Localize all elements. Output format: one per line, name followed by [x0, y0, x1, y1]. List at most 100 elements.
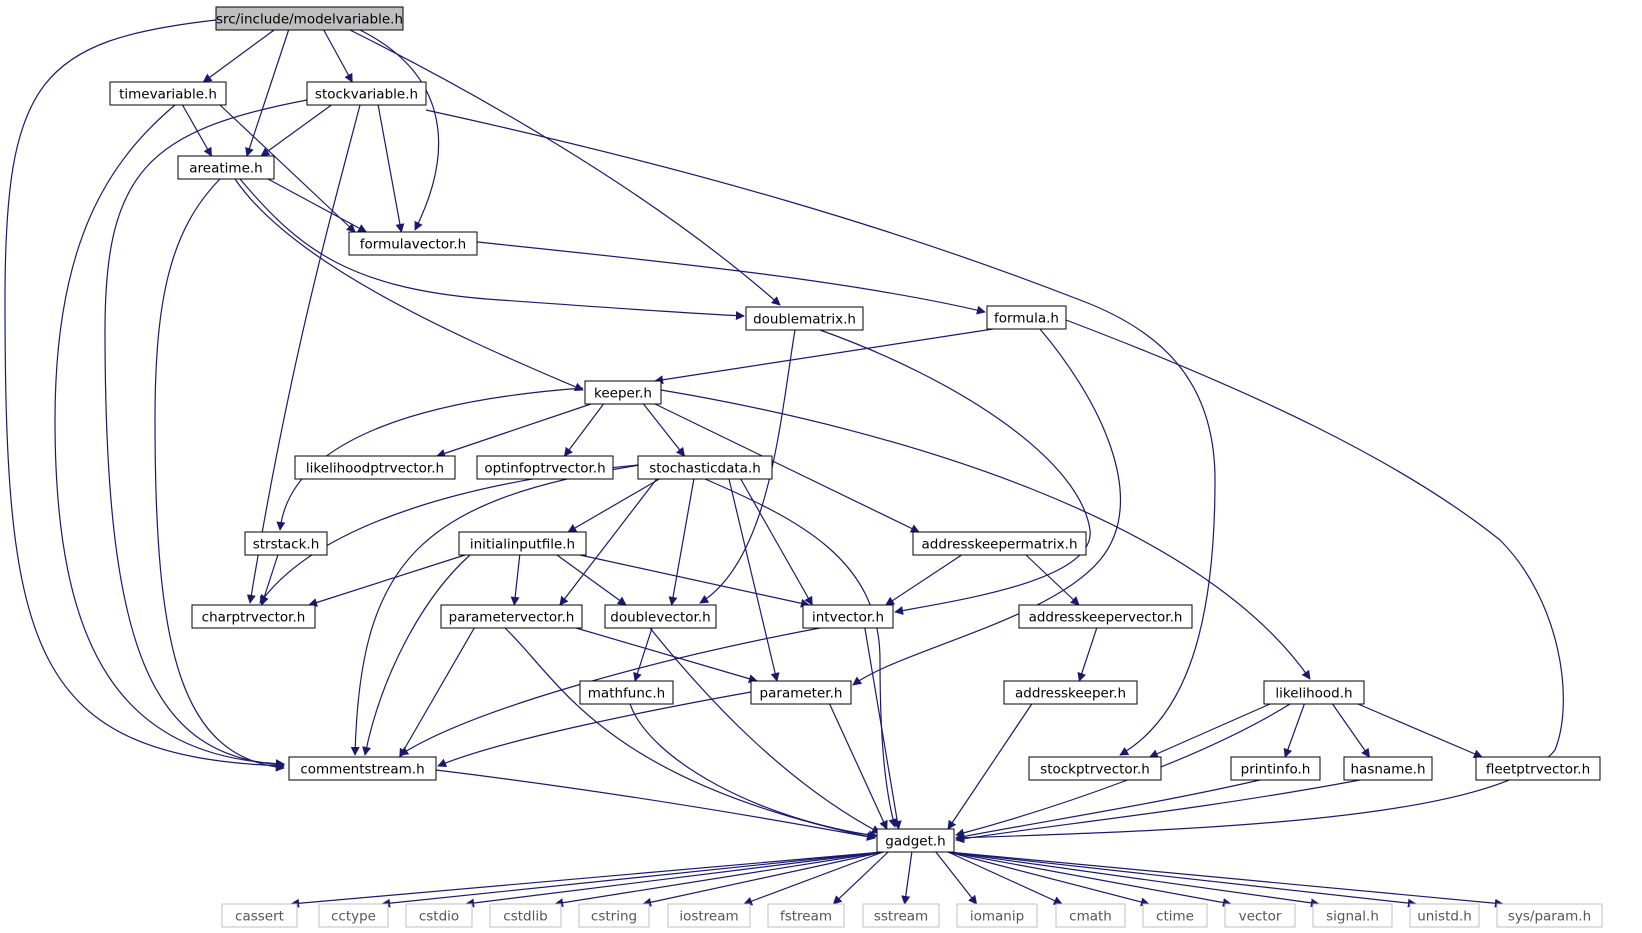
node-doublematrix[interactable]: doublematrix.h: [745, 306, 864, 331]
node-box: [956, 903, 1038, 928]
edge-initialinputfile-to-parametervector: [510, 554, 521, 606]
node-cmath: cmath: [1055, 903, 1126, 928]
node-box: [876, 828, 955, 853]
edges-layer: [4, 19, 1564, 908]
node-label: printinfo.h: [1241, 762, 1311, 778]
node-optinfoptrvector[interactable]: optinfoptrvector.h: [476, 455, 614, 480]
node-printinfo[interactable]: printinfo.h: [1230, 756, 1321, 781]
edge-keeper-to-likelihoodptrvector: [436, 403, 592, 458]
node-box: [604, 604, 717, 629]
node-strstack[interactable]: strstack.h: [244, 531, 328, 556]
edge-formulavector-to-formula: [476, 241, 986, 315]
edge-gadget-to-cstdio: [465, 851, 884, 908]
node-label: cstdio: [419, 909, 459, 925]
node-parametervector[interactable]: parametervector.h: [440, 604, 583, 629]
node-addresskeeper[interactable]: addresskeeper.h: [1003, 680, 1138, 705]
node-stockptrvector[interactable]: stockptrvector.h: [1028, 756, 1162, 781]
node-label: doublevector.h: [610, 610, 710, 626]
edge-stochasticdata-to-gadget: [704, 478, 898, 828]
edge-gadget-to-iomanip: [935, 851, 978, 905]
edge-stochasticdata-to-parameter: [728, 478, 780, 682]
node-label: mathfunc.h: [588, 686, 665, 702]
edge-areatime-to-commentstream: [154, 178, 285, 772]
node-initialinputfile[interactable]: initialinputfile.h: [458, 531, 587, 556]
edge-parameter-to-gadget: [829, 703, 888, 830]
edge-formula-to-gadget: [955, 319, 1564, 843]
node-doublevector[interactable]: doublevector.h: [604, 604, 717, 629]
node-stochasticdata[interactable]: stochasticdata.h: [637, 455, 773, 480]
edge-likelihood-to-fleetptrvector: [1357, 703, 1483, 758]
node-timevariable[interactable]: timevariable.h: [109, 81, 227, 106]
edge-modelvariable-to-areatime: [245, 29, 290, 157]
node-box: [244, 531, 328, 556]
node-box: [1028, 756, 1162, 781]
edge-parametervector-to-gadget: [504, 627, 876, 841]
edge-initialinputfile-to-intvector: [579, 554, 810, 608]
node-label: gadget.h: [885, 834, 945, 850]
node-cassert: cassert: [221, 903, 298, 928]
node-box: [318, 903, 389, 928]
node-label: strstack.h: [253, 537, 320, 553]
edge-formula-to-parameter: [852, 328, 1122, 686]
node-gadget[interactable]: gadget.h: [876, 828, 955, 853]
edge-gadget-to-cassert: [290, 851, 884, 908]
edge-commentstream-to-gadget: [435, 769, 876, 841]
edge-likelihood-to-stockptrvector: [1148, 703, 1271, 758]
node-label: cmath: [1069, 909, 1112, 925]
node-mathfunc[interactable]: mathfunc.h: [579, 680, 674, 705]
node-label: stochasticdata.h: [649, 461, 761, 477]
node-areatime[interactable]: areatime.h: [177, 155, 275, 180]
node-likelihoodptrvector[interactable]: likelihoodptrvector.h: [294, 455, 456, 480]
node-box: [221, 903, 298, 928]
node-label: iostream: [679, 909, 738, 925]
edge-stochasticdata-to-parametervector: [559, 478, 658, 606]
node-parameter[interactable]: parameter.h: [750, 680, 852, 705]
node-hasname[interactable]: hasname.h: [1343, 756, 1433, 781]
node-intvector[interactable]: intvector.h: [802, 604, 894, 629]
node-likelihood[interactable]: likelihood.h: [1263, 680, 1365, 705]
edge-gadget-to-sysparam: [947, 851, 1504, 908]
edge-addresskeepermatrix-to-intvector: [885, 554, 962, 606]
node-label: initialinputfile.h: [470, 537, 575, 553]
edge-gadget-to-unistd: [947, 851, 1417, 908]
node-formulavector[interactable]: formulavector.h: [348, 231, 478, 256]
node-box: [986, 305, 1067, 330]
node-box: [294, 455, 456, 480]
node-label: addresskeeper.h: [1015, 686, 1126, 702]
edge-likelihood-to-hasname: [1332, 703, 1371, 758]
node-label: signal.h: [1326, 909, 1379, 925]
node-keeper[interactable]: keeper.h: [584, 380, 662, 405]
node-stockvariable[interactable]: stockvariable.h: [306, 81, 427, 106]
edge-hasname-to-gadget: [955, 779, 1361, 844]
node-label: hasname.h: [1351, 762, 1426, 778]
node-box: [109, 81, 227, 106]
node-box: [1224, 903, 1296, 928]
node-label: addresskeepervector.h: [1029, 610, 1183, 626]
edge-keeper-to-optinfoptrvector: [563, 403, 604, 457]
node-box: [579, 680, 674, 705]
node-label: keeper.h: [594, 386, 652, 402]
node-modelvariable[interactable]: src/include/modelvariable.h: [215, 6, 404, 31]
edge-initialinputfile-to-doublevector: [556, 554, 627, 606]
node-box: [862, 903, 940, 928]
node-fstream: fstream: [767, 903, 845, 928]
edge-modelvariable-to-stockvariable: [323, 29, 353, 83]
node-box: [476, 455, 614, 480]
node-addresskeepervector[interactable]: addresskeepervector.h: [1018, 604, 1193, 629]
node-label: cstdlib: [503, 909, 547, 925]
edge-keeper-to-likelihood: [660, 389, 1311, 680]
edge-initialinputfile-to-commentstream: [362, 554, 471, 756]
node-label: cassert: [235, 909, 284, 925]
edge-gadget-to-vector: [947, 851, 1232, 907]
node-box: [1409, 903, 1480, 928]
node-commentstream[interactable]: commentstream.h: [288, 756, 437, 781]
node-unistd: unistd.h: [1409, 903, 1480, 928]
node-label: optinfoptrvector.h: [484, 461, 605, 477]
edge-gadget-to-sstream: [901, 851, 913, 905]
node-formula[interactable]: formula.h: [986, 305, 1067, 330]
node-charptrvector[interactable]: charptrvector.h: [191, 604, 316, 629]
node-fleetptrvector[interactable]: fleetptrvector.h: [1475, 756, 1601, 781]
node-addresskeepermatrix[interactable]: addresskeepermatrix.h: [912, 531, 1087, 556]
edge-parametervector-to-parameter: [575, 627, 758, 684]
